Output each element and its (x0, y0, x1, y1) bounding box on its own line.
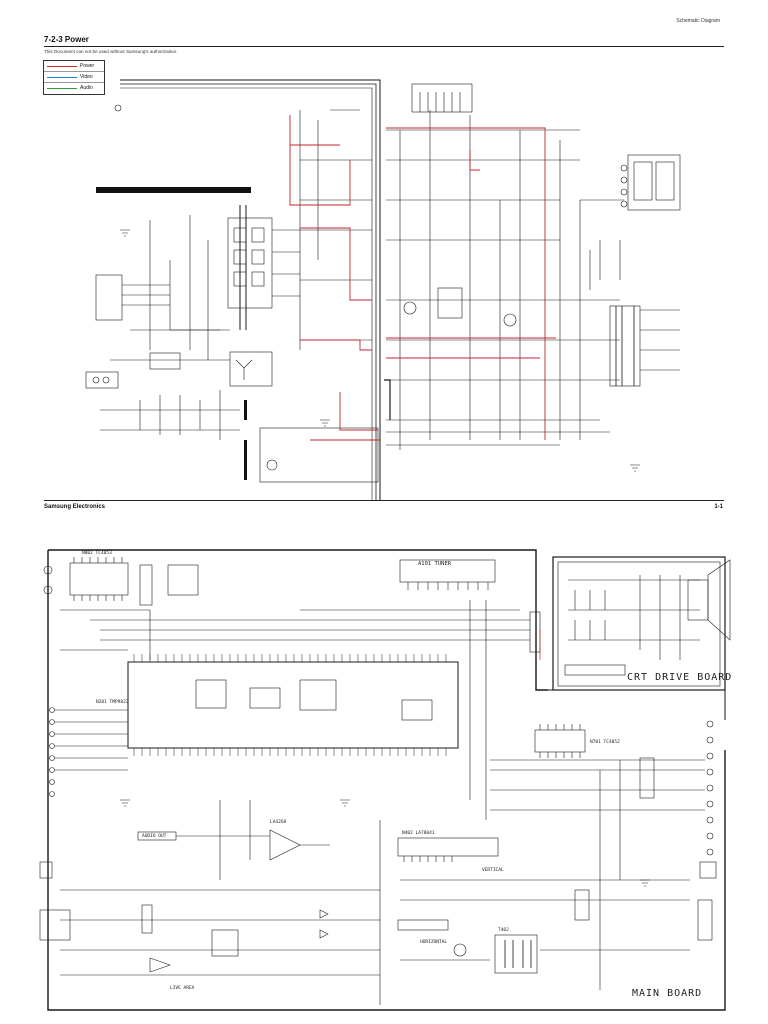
authorization-notice: This Document can not be used without Sa… (44, 49, 178, 54)
document-header-title: Schematic Diagram (676, 18, 720, 24)
legend-swatch-video (47, 77, 77, 78)
legend-swatch-power (47, 66, 77, 67)
ic-label-live-area: LIVE AREA (170, 986, 195, 991)
ic-label-vertical: VERTICAL (482, 868, 504, 873)
main-board-label: MAIN BOARD (632, 988, 703, 999)
signal-legend: Power Video Audio (43, 60, 105, 95)
section-title: 7-2-3 Power (44, 35, 89, 44)
legend-item-video: Video (44, 72, 104, 83)
footer-divider (44, 500, 724, 501)
ic-label-la78041: N402 LA78041 (402, 831, 435, 836)
crt-drive-board-label: CRT DRIVE BOARD (627, 672, 733, 683)
ic-label-t402: T402 (498, 928, 509, 933)
footer-page-number: 1-1 (714, 504, 723, 510)
ic-label-horizontal: HORIZONTAL (420, 940, 448, 945)
ic-label-tmp: N201 TMP9823 (96, 700, 129, 705)
ic-label-tc4052: N701 TC4052 (590, 740, 620, 745)
legend-swatch-audio (47, 88, 77, 89)
ic-label-la4268: LA4268 (270, 820, 287, 825)
legend-item-power: Power (44, 61, 104, 72)
section-divider (44, 46, 724, 47)
ic-label-audio-out: AUDIO OUT (142, 834, 167, 839)
ic-label-tuner: A101 TUNER (418, 561, 452, 567)
legend-item-audio: Audio (44, 83, 104, 93)
ic-label-tc4053: N802 TC4053 (82, 551, 112, 556)
footer-company: Samsung Electronics (44, 504, 106, 510)
